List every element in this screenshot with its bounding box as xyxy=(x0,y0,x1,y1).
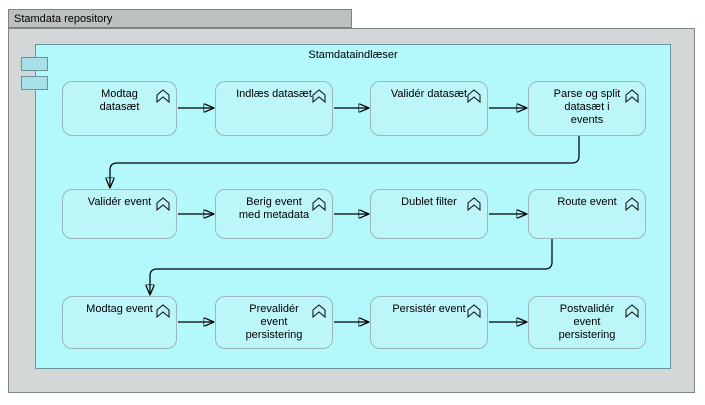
process-route-event[interactable]: Route event xyxy=(528,189,646,239)
folder-stamdata-repository-tab[interactable]: Stamdata repository xyxy=(8,9,352,28)
process-label: Validér datasæt xyxy=(390,88,468,100)
process-valider-datasaet[interactable]: Validér datasæt xyxy=(370,81,488,136)
component-icon xyxy=(21,76,48,90)
process-label: Persistér event xyxy=(392,303,466,315)
function-chevron-icon xyxy=(312,304,326,318)
process-prevalider-event-persistering[interactable]: Prevalidér event persistering xyxy=(215,296,333,349)
process-postvalider-event-persistering[interactable]: Postvalidér event persistering xyxy=(528,296,646,349)
process-label: Modtag event xyxy=(86,303,153,315)
function-chevron-icon xyxy=(156,89,170,103)
component-icon xyxy=(21,57,48,71)
folder-title: Stamdata repository xyxy=(14,12,113,25)
process-persister-event[interactable]: Persistér event xyxy=(370,296,488,349)
process-label: Validér event xyxy=(87,196,152,208)
function-chevron-icon xyxy=(625,89,639,103)
process-label: Prevalidér event persistering xyxy=(245,303,303,341)
process-label: Dublet filter xyxy=(401,196,457,208)
process-valider-event[interactable]: Validér event xyxy=(62,189,177,239)
process-berig-event-med-metadata[interactable]: Berig event med metadata xyxy=(215,189,333,239)
component-title: Stamdataindlæser xyxy=(308,49,398,61)
function-chevron-icon xyxy=(156,197,170,211)
process-indlaes-datasaet[interactable]: Indlæs datasæt xyxy=(215,81,333,136)
process-modtag-datasaet[interactable]: Modtag datasæt xyxy=(62,81,177,136)
process-label: Parse og split datasæt i events xyxy=(553,88,621,126)
process-parse-og-split-datasaet[interactable]: Parse og split datasæt i events xyxy=(528,81,646,136)
function-chevron-icon xyxy=(467,89,481,103)
function-chevron-icon xyxy=(467,304,481,318)
process-label: Modtag datasæt xyxy=(99,88,140,113)
process-label: Postvalidér event persistering xyxy=(558,303,616,341)
process-label: Route event xyxy=(557,196,617,208)
process-label: Berig event med metadata xyxy=(238,196,310,221)
process-label: Indlæs datasæt xyxy=(236,88,312,100)
function-chevron-icon xyxy=(625,197,639,211)
function-chevron-icon xyxy=(625,304,639,318)
function-chevron-icon xyxy=(467,197,481,211)
function-chevron-icon xyxy=(312,197,326,211)
process-modtag-event[interactable]: Modtag event xyxy=(62,296,177,349)
function-chevron-icon xyxy=(156,304,170,318)
process-dublet-filter[interactable]: Dublet filter xyxy=(370,189,488,239)
function-chevron-icon xyxy=(312,89,326,103)
